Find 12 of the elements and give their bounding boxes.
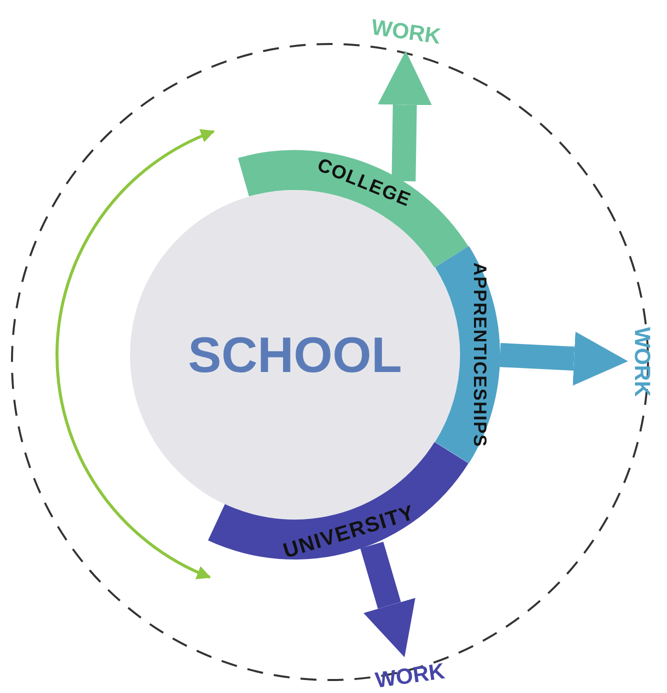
pathway-arc-band bbox=[208, 442, 469, 560]
pathway-arc-band bbox=[434, 246, 500, 464]
destination-label: WORK bbox=[374, 660, 446, 692]
pathway-arc-band bbox=[238, 150, 469, 268]
arrow bbox=[360, 542, 416, 658]
node-label: APPRENTICESHIPS bbox=[470, 262, 489, 448]
destination-label: WORK bbox=[631, 327, 653, 397]
destination-label: WORK bbox=[370, 16, 442, 48]
node-label: SCHOOL bbox=[188, 330, 402, 380]
arrow bbox=[378, 50, 432, 182]
arrow bbox=[499, 332, 628, 386]
arrow bbox=[56, 130, 215, 579]
